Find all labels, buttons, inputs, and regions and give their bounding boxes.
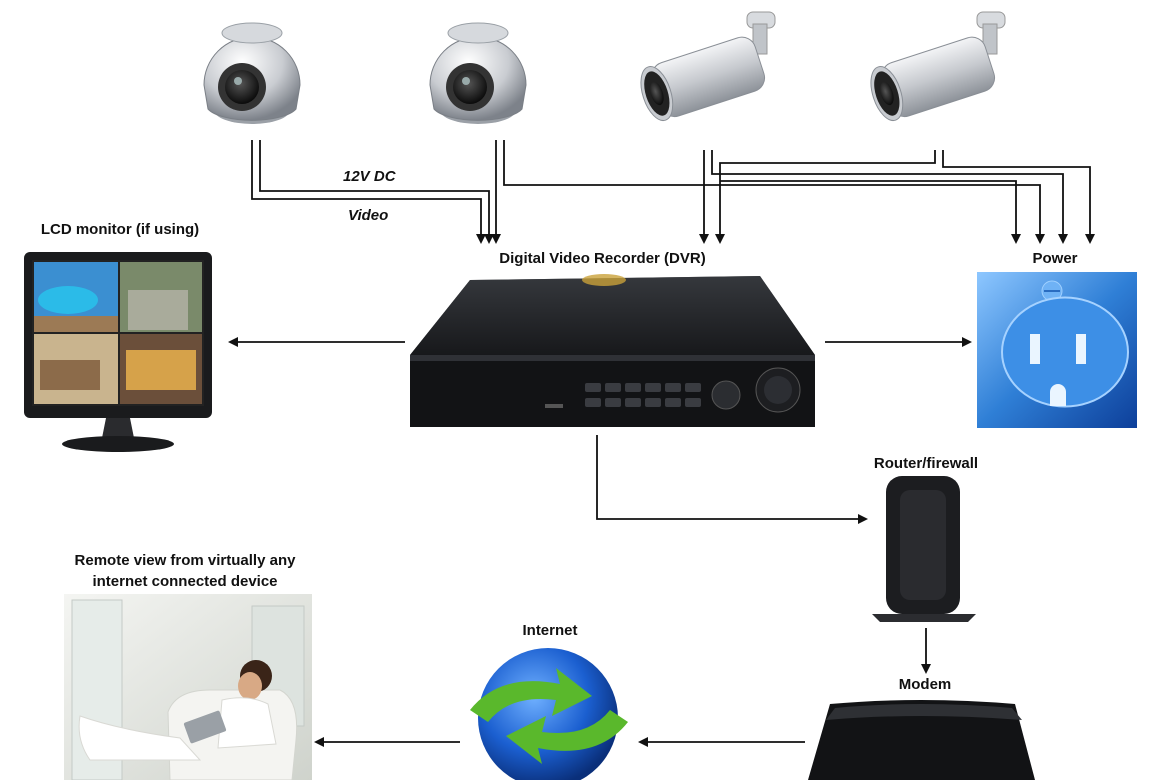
dome-camera-icon <box>203 22 301 124</box>
router-label: Router/firewall <box>873 455 979 472</box>
bullet-camera-icon <box>640 11 776 122</box>
remote-viewer-photo <box>64 594 312 780</box>
power-wire-label: 12V DC <box>343 168 396 185</box>
bullet-camera-icon <box>870 11 1006 122</box>
power-label: Power <box>1032 250 1078 267</box>
internet-label: Internet <box>522 622 578 639</box>
router-icon <box>872 476 976 622</box>
dvr-icon <box>410 274 815 427</box>
modem-icon <box>808 700 1035 780</box>
video-wire-label: Video <box>348 207 389 224</box>
lcd-monitor-label: LCD monitor (if using) <box>40 221 200 238</box>
wires <box>228 140 1095 747</box>
dome-camera-icon <box>429 22 527 124</box>
remote-view-label-line1: Remote view from virtually any <box>74 552 296 569</box>
power-outlet-icon <box>977 272 1137 428</box>
dvr-label: Digital Video Recorder (DVR) <box>499 250 706 267</box>
remote-view-label-line2: internet connected device <box>92 573 278 590</box>
lcd-monitor-icon <box>24 252 212 452</box>
modem-label: Modem <box>898 676 952 693</box>
internet-globe-icon <box>470 648 628 780</box>
